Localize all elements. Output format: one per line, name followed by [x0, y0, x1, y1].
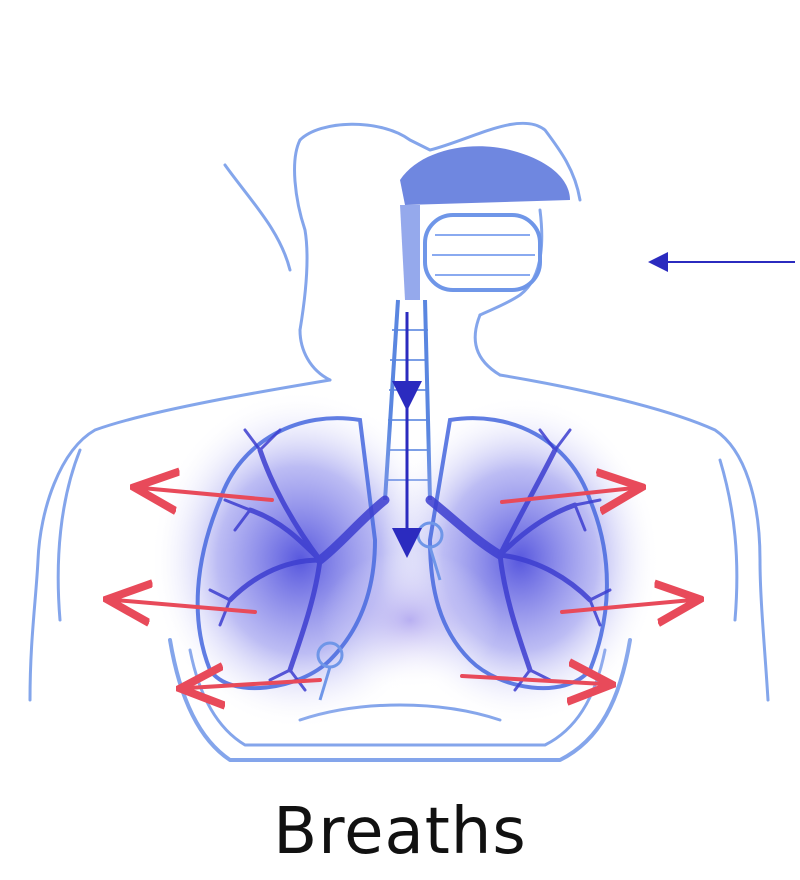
head-airway [400, 146, 570, 300]
outflow-arrows [115, 488, 692, 688]
caption: Breaths [273, 795, 527, 869]
outflow-arrow [188, 680, 322, 688]
outflow-arrow [560, 600, 692, 612]
respiratory-system-illustration [28, 121, 795, 762]
outflow-arrow [500, 488, 634, 502]
outflow-arrow [142, 488, 274, 500]
outflow-arrow [115, 600, 257, 612]
outflow-arrow [460, 676, 604, 684]
center-glow [320, 550, 500, 690]
diaphragm-detail [316, 521, 444, 701]
